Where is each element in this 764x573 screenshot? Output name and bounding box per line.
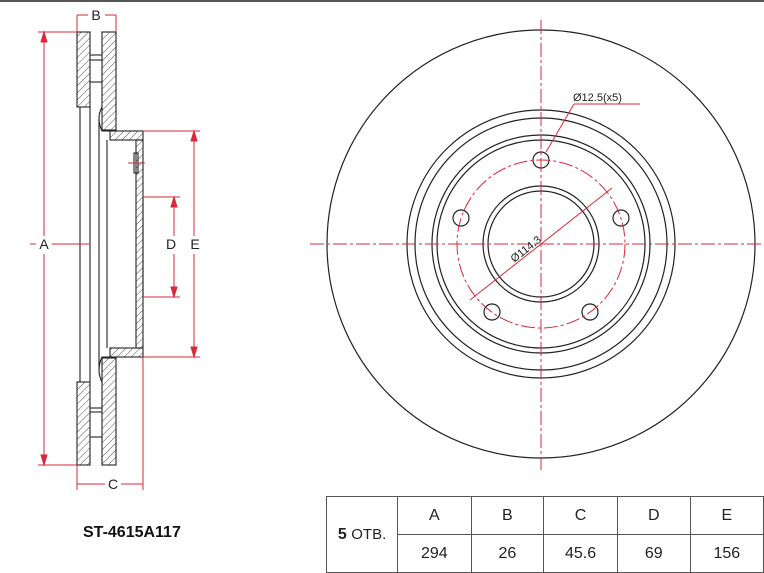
value-c: 45.6 bbox=[543, 534, 618, 573]
dim-label-a: A bbox=[39, 236, 49, 252]
header-a: A bbox=[397, 496, 472, 535]
center-lines bbox=[310, 20, 764, 470]
dimension-lines bbox=[30, 14, 200, 490]
hole-count: 5 bbox=[337, 525, 347, 543]
part-number: ST-4615A117 bbox=[83, 524, 181, 541]
header-c: C bbox=[543, 496, 618, 535]
cross-section-view bbox=[76, 31, 144, 466]
hole-count-cell: 5 ОТВ. bbox=[325, 496, 399, 573]
dim-label-b: B bbox=[91, 7, 100, 23]
header-d: D bbox=[616, 496, 691, 535]
header-e: E bbox=[689, 496, 764, 535]
bolt-hole-label: Ø12.5(x5) bbox=[573, 92, 622, 104]
bolt-circle-label: Ø114.3 bbox=[509, 234, 544, 265]
value-a: 294 bbox=[397, 534, 472, 573]
dim-label-c: C bbox=[108, 476, 118, 492]
value-d: 69 bbox=[616, 534, 691, 573]
dim-label-d: D bbox=[166, 236, 176, 252]
header-b: B bbox=[470, 496, 545, 535]
dim-label-e: E bbox=[190, 236, 199, 252]
hole-count-label: ОТВ. bbox=[351, 525, 387, 543]
value-b: 26 bbox=[470, 534, 545, 573]
value-e: 156 bbox=[689, 534, 764, 573]
dimension-table: 5 ОТВ. A B C D E 294 26 45.6 69 156 bbox=[325, 496, 764, 573]
